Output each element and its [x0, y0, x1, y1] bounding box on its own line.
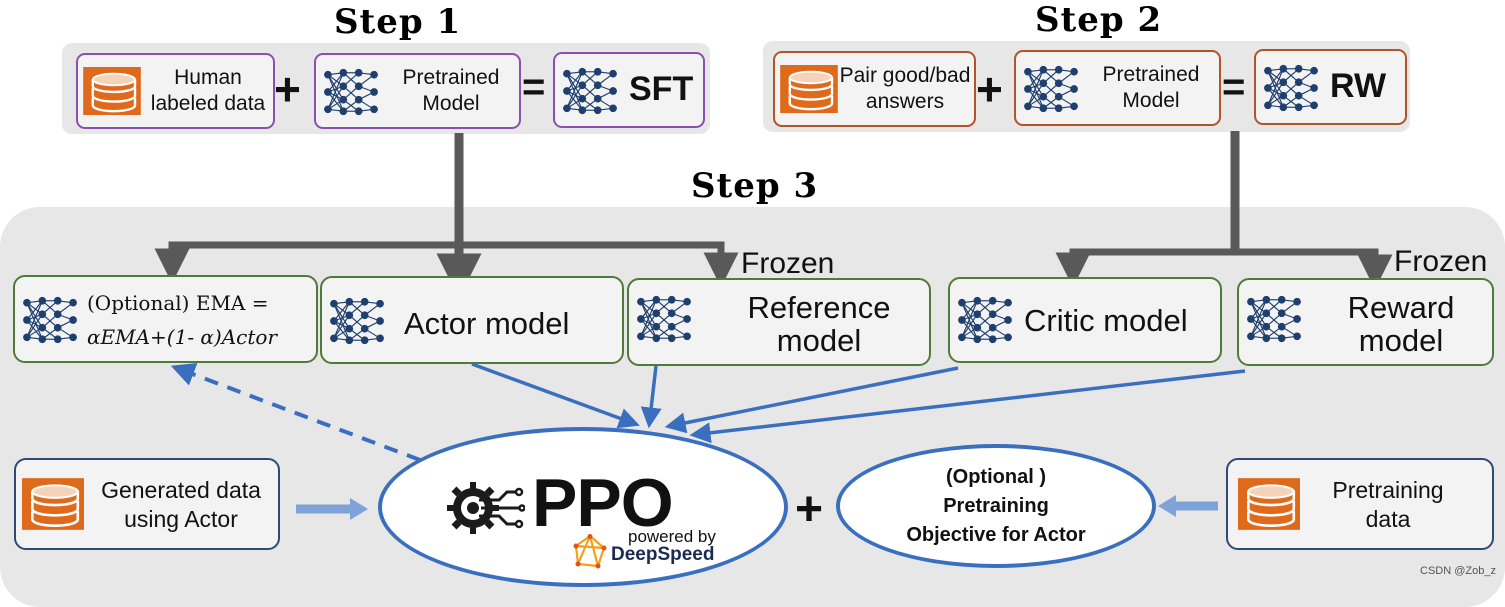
- human-labeled-data-label: Human labeled data: [150, 66, 266, 116]
- rw-label: RW: [1330, 67, 1387, 105]
- neural-network-icon: [561, 66, 619, 116]
- database-icon: [83, 67, 141, 115]
- pretrained-model-box-step1: Pretrained Model: [314, 53, 521, 129]
- plus-sign-step2: +: [976, 63, 1003, 115]
- neural-network-icon: [1022, 64, 1080, 114]
- database-icon: [22, 478, 84, 530]
- frozen-label-reference: Frozen: [741, 247, 835, 280]
- pretrained-model-box-step2: Pretrained Model: [1014, 50, 1221, 126]
- reference-model-label: Reference model: [747, 290, 891, 358]
- neural-network-icon: [956, 295, 1014, 345]
- step2-title: Step 2: [1035, 0, 1163, 40]
- pair-answers-label: Pair good/bad answers: [839, 64, 971, 114]
- plus-sign-step3: +: [795, 483, 824, 536]
- human-labeled-data-box: Human labeled data: [76, 53, 275, 129]
- pretraining-data-box: Pretraining data: [1226, 458, 1494, 550]
- sft-box: SFT: [553, 52, 705, 128]
- deepspeed-logo-icon: [573, 534, 607, 569]
- ema-formula-line2: αEMA+(1- α)Actor: [87, 325, 278, 349]
- database-icon: [1238, 478, 1300, 530]
- pretrained-model-label-step2: Pretrained Model: [1102, 63, 1200, 113]
- neural-network-icon: [328, 296, 386, 346]
- ema-model-box: (Optional) EMA = αEMA+(1- α)Actor: [13, 275, 318, 363]
- neural-network-icon: [635, 294, 693, 344]
- actor-model-label: Actor model: [404, 306, 570, 341]
- powered-by-label: powered by: [628, 527, 716, 546]
- sft-label: SFT: [629, 70, 694, 108]
- critic-model-label: Critic model: [1024, 303, 1188, 338]
- step1-title: Step 1: [334, 2, 462, 42]
- rw-box: RW: [1254, 49, 1407, 125]
- neural-network-icon: [1245, 294, 1303, 344]
- database-icon: [780, 65, 838, 113]
- neural-network-icon: [1262, 63, 1320, 113]
- pair-answers-box: Pair good/bad answers: [773, 51, 976, 127]
- critic-model-box: Critic model: [948, 277, 1222, 363]
- pretraining-data-label: Pretraining data: [1332, 477, 1444, 532]
- optional-pretraining-ellipse: [836, 444, 1156, 568]
- equals-sign-step2: =: [1222, 65, 1246, 109]
- generated-data-label: Generated data using Actor: [101, 477, 261, 532]
- plus-sign-step1: +: [274, 63, 301, 115]
- generated-data-box: Generated data using Actor: [14, 458, 280, 550]
- connector-arrows: [154, 131, 1393, 520]
- equals-sign-step1: =: [522, 65, 546, 109]
- ppo-label: PPO: [532, 465, 674, 541]
- step3-title: Step 3: [691, 166, 819, 206]
- optional-pretraining-label: (Optional ) Pretraining Objective for Ac…: [906, 466, 1086, 546]
- reward-model-label: Reward model: [1347, 290, 1455, 358]
- gear-circuit-icon: [447, 482, 525, 534]
- ema-formula-line1: (Optional) EMA =: [87, 291, 269, 315]
- neural-network-icon: [322, 67, 380, 117]
- pretrained-model-label-step1: Pretrained Model: [402, 66, 500, 116]
- frozen-label-reward: Frozen: [1394, 245, 1488, 278]
- watermark: CSDN @Zob_z: [1420, 565, 1496, 577]
- reward-model-box: Reward model: [1237, 278, 1494, 366]
- reference-model-box: Reference model: [627, 278, 931, 366]
- deepspeed-label: DeepSpeed: [611, 544, 715, 565]
- neural-network-icon: [21, 295, 79, 345]
- actor-model-box: Actor model: [320, 276, 624, 364]
